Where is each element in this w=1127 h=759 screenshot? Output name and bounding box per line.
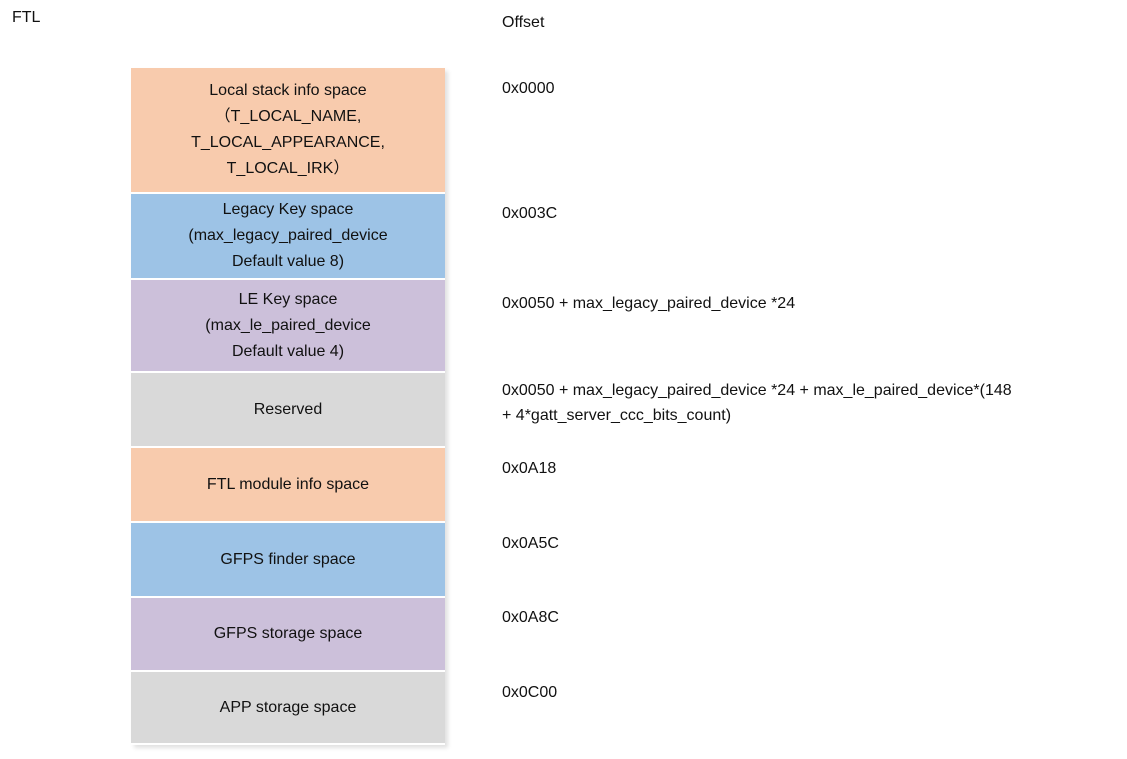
block-reserved: Reserved: [131, 373, 445, 448]
block-label-line: (max_legacy_paired_device: [188, 227, 388, 244]
offset-line: 0x0A5C: [502, 535, 559, 552]
block-label-line: (max_le_paired_device: [205, 316, 371, 334]
block-label-line: FTL module info space: [206, 475, 370, 493]
block-label-line: Default value 4): [231, 342, 345, 360]
block-label-line: T_LOCAL_IRK）: [226, 160, 350, 177]
block-legacy-key-space: Legacy Key space (max_legacy_paired_devic…: [131, 194, 445, 280]
offset-app-storage-space: 0x0C00: [502, 680, 557, 705]
block-label-line: （T_LOCAL_NAME,: [214, 108, 362, 125]
offset-le-key-space: 0x0050 + max_legacy_paired_device *24: [502, 291, 795, 316]
offset-legacy-key-space: 0x003C: [502, 201, 557, 226]
block-label-line: Default value 8): [231, 253, 345, 270]
offset-line: 0x0050 + max_legacy_paired_device *24: [502, 295, 796, 312]
offset-reserved: 0x0050 + max_legacy_paired_device *24 + …: [502, 378, 1012, 428]
block-gfps-finder-space: GFPS finder space: [131, 523, 445, 598]
block-app-storage-space: APP storage space: [131, 672, 445, 745]
offset-line: 0x003C: [502, 205, 558, 222]
block-label-line: APP storage space: [219, 698, 357, 716]
offset-ftl-module-info-space: 0x0A18: [502, 456, 556, 481]
offset-line: 0x0000: [502, 80, 555, 97]
block-label-line: GFPS storage space: [213, 625, 363, 642]
offset-line: 0x0050 + max_legacy_paired_device *24 + …: [502, 382, 1012, 399]
offset-gfps-finder-space: 0x0A5C: [502, 531, 559, 556]
offset-line: 0x0A8C: [502, 609, 559, 626]
diagram-title: FTL: [12, 9, 41, 26]
offset-gfps-storage-space: 0x0A8C: [502, 605, 559, 630]
block-gfps-storage-space: GFPS storage space: [131, 598, 445, 672]
block-label-line: T_LOCAL_APPEARANCE,: [191, 134, 385, 151]
block-label-line: LE Key space: [238, 290, 338, 308]
block-ftl-module-info-space: FTL module info space: [131, 448, 445, 523]
block-label-line: Reserved: [253, 400, 323, 418]
offset-line: 0x0A18: [502, 460, 557, 477]
memory-layout-stack: Local stack info space （T_LOCAL_NAME, T_LO…: [131, 68, 445, 745]
offset-line: 0x0C00: [502, 684, 558, 701]
block-label-line: Local stack info space: [209, 82, 367, 99]
block-local-stack-info-space: Local stack info space （T_LOCAL_NAME, T_LO…: [131, 68, 445, 194]
offset-local-stack-info-space: 0x0000: [502, 76, 555, 101]
offset-header: Offset: [502, 14, 545, 31]
block-label-line: Legacy Key space: [222, 201, 354, 218]
block-label-line: GFPS finder space: [220, 550, 356, 568]
offset-line: + 4*gatt_server_ccc_bits_count): [502, 407, 732, 424]
